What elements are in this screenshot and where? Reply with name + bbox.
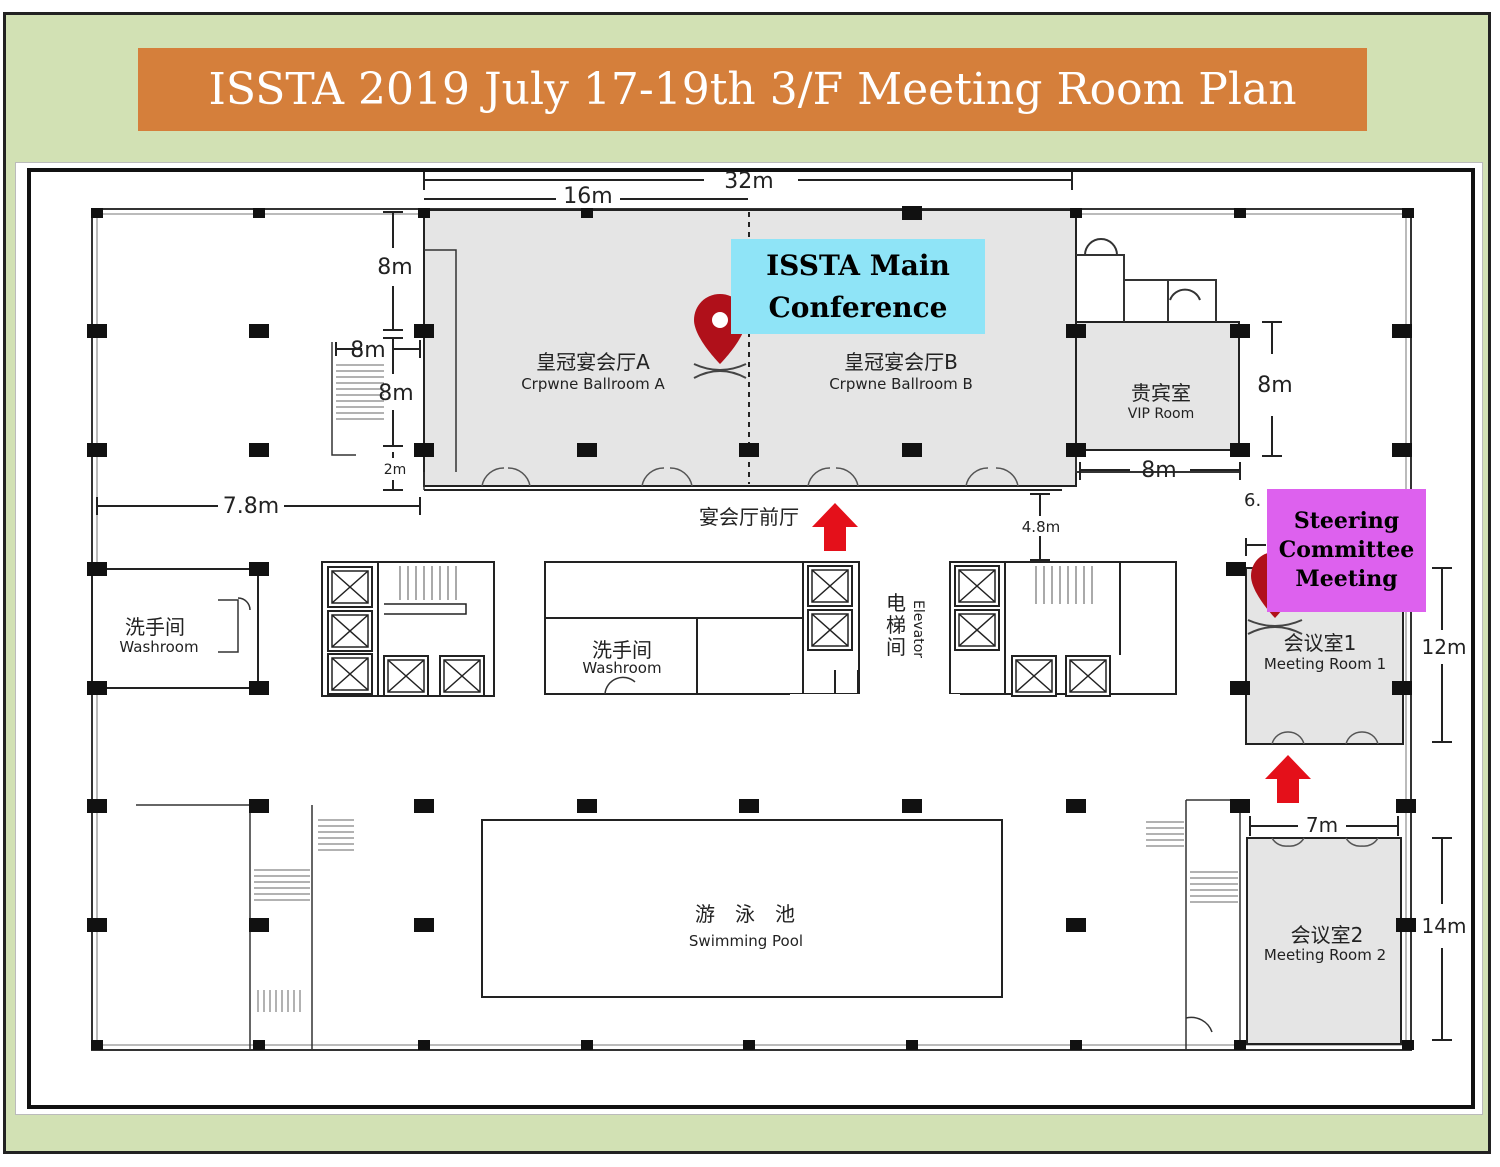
swimming-pool-en: Swimming Pool xyxy=(689,932,803,950)
dim-left-span: 7.8m xyxy=(223,494,279,519)
dim-small-gap: 2m xyxy=(384,462,407,478)
washroom-center-en: Washroom xyxy=(582,659,661,677)
meeting-room-1-zh: 会议室1 xyxy=(1284,631,1357,655)
dim-room2-height: 14m xyxy=(1422,914,1467,938)
dim-total-width: 32m xyxy=(724,169,773,194)
up-arrow-icon xyxy=(812,503,858,551)
main-conference-line-2: Conference xyxy=(768,290,948,324)
page-title: ISSTA 2019 July 17-19th 3/F Meeting Room… xyxy=(138,48,1367,131)
dim-room1-height: 12m xyxy=(1422,635,1467,659)
meeting-room-2 xyxy=(1246,837,1402,1045)
vip-room xyxy=(1075,321,1240,451)
dimension-lines xyxy=(96,172,1452,1041)
foyer-zh: 宴会厅前厅 xyxy=(699,505,799,529)
washroom-left-zh: 洗手间 xyxy=(125,615,185,639)
dim-half-width: 16m xyxy=(563,184,612,209)
left-stair xyxy=(331,249,457,490)
ballroom-a-zh: 皇冠宴会厅A xyxy=(536,350,650,374)
meeting-room-1-en: Meeting Room 1 xyxy=(1264,655,1386,673)
vip-room-zh: 贵宾室 xyxy=(1131,381,1191,405)
elevator-en: Elevator xyxy=(910,600,926,658)
steering-line-1: Steering xyxy=(1293,508,1400,534)
ballroom-doors xyxy=(481,467,1019,487)
dim-left-top: 8m xyxy=(377,255,412,280)
elevator-zh: 电梯间 xyxy=(886,591,906,659)
washroom-left xyxy=(91,568,259,689)
dim-partial: 6. xyxy=(1244,490,1261,511)
meeting-room-2-zh: 会议室2 xyxy=(1291,923,1364,947)
steering-committee-callout: Steering Committee Meeting xyxy=(1267,489,1426,612)
dim-vip-width: 8m xyxy=(1141,458,1176,483)
ballroom-a-en: Crpwne Ballroom A xyxy=(521,375,665,393)
steering-line-3: Meeting xyxy=(1295,566,1398,592)
steering-line-2: Committee xyxy=(1278,537,1415,563)
washroom-center xyxy=(544,561,860,695)
washroom-left-en: Washroom xyxy=(119,638,198,656)
dim-room-width: 7m xyxy=(1306,813,1338,837)
dim-stair-width: 8m xyxy=(350,338,385,363)
main-conference-callout: ISSTA Main Conference xyxy=(731,239,985,334)
swimming-pool-zh: 游 泳 池 xyxy=(695,902,795,926)
dim-stair-depth: 8m xyxy=(378,381,413,406)
meeting-room-2-en: Meeting Room 2 xyxy=(1264,946,1386,964)
vip-room-en: VIP Room xyxy=(1128,406,1194,422)
dim-corridor: 4.8m xyxy=(1022,518,1060,536)
main-conference-line-1: ISSTA Main xyxy=(766,248,950,282)
dim-vip-height: 8m xyxy=(1257,373,1292,398)
up-arrow-icon xyxy=(1265,755,1311,803)
swimming-pool xyxy=(481,819,1003,998)
ballroom-b-zh: 皇冠宴会厅B xyxy=(844,350,958,374)
ballroom-b-en: Crpwne Ballroom B xyxy=(829,375,973,393)
washroom-center-zh: 洗手间 xyxy=(592,638,652,662)
